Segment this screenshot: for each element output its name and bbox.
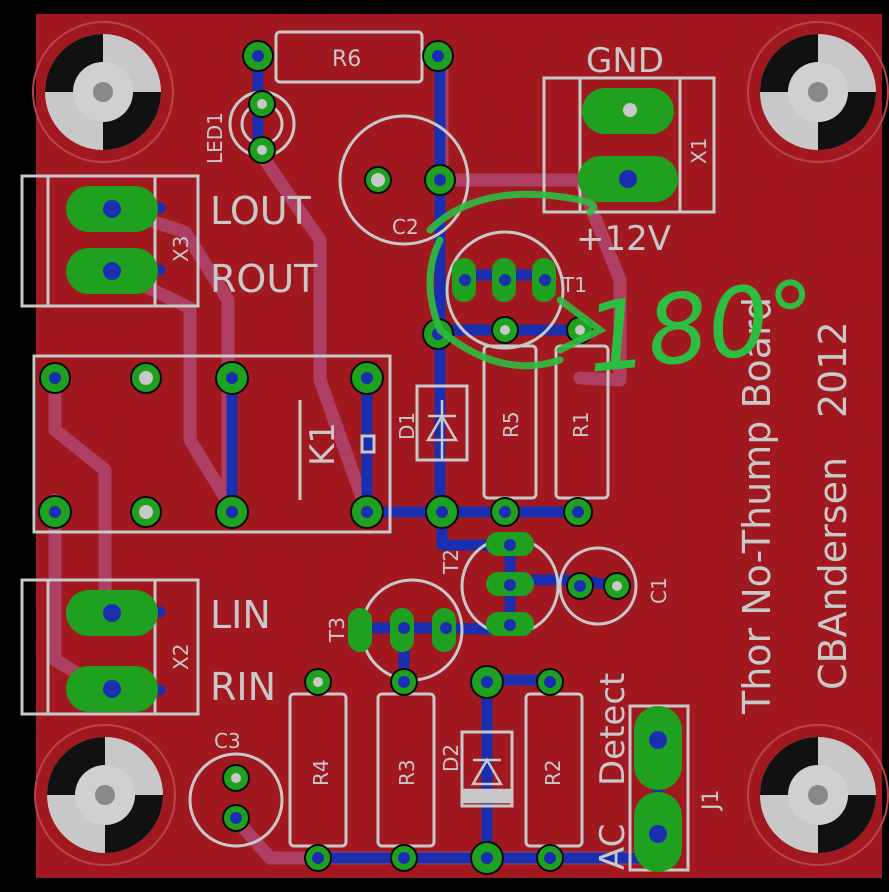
mounting-hole-top-right [747, 21, 889, 163]
label-c2: C2 [392, 215, 419, 239]
mounting-hole-bottom-left [34, 724, 176, 866]
label-lout: LOUT [210, 189, 312, 233]
label-rout: ROUT [210, 257, 318, 301]
label-k1: K1 [303, 422, 343, 466]
label-lin: LIN [210, 593, 271, 637]
label-t1: T1 [561, 273, 587, 297]
label-j1: J1 [699, 790, 724, 813]
label-gnd: GND [586, 41, 664, 81]
label-r2: R2 [541, 759, 565, 786]
mounting-hole-bottom-right [747, 724, 889, 866]
pads [38, 40, 682, 875]
grid-overlay [36, 14, 882, 878]
label-x3: X3 [169, 236, 193, 262]
annotation-text: 180° [581, 259, 823, 395]
label-r1: R1 [569, 411, 593, 438]
label-ac: AC [593, 824, 633, 870]
board-author: CBAndersen [811, 457, 855, 690]
label-r3: R3 [395, 759, 419, 786]
board-title: Thor No-Thump Board [735, 297, 779, 715]
label-r5: R5 [499, 411, 523, 438]
label-c3: C3 [214, 729, 241, 753]
label-d1: D1 [395, 412, 419, 440]
label-x1: X1 [687, 138, 711, 164]
label-t2: T2 [439, 549, 463, 575]
diode-symbols [425, 400, 512, 804]
label-x2: X2 [169, 644, 193, 670]
board-year: 2012 [811, 321, 855, 418]
label-rin: RIN [210, 665, 276, 709]
label-d2: D2 [439, 744, 463, 772]
handwritten-annotation [426, 190, 607, 370]
label-t3: T3 [325, 617, 349, 643]
label-r6: R6 [332, 47, 361, 72]
label-r4: R4 [309, 759, 333, 786]
label-led1: LED1 [203, 112, 227, 164]
component-labels: R6 LED1 C2 GND X1 +12V LOUT ROUT X3 T1 K… [169, 41, 855, 870]
label-c1: C1 [647, 577, 671, 604]
label-detect: Detect [593, 673, 633, 786]
mounting-hole-top-left [32, 21, 174, 163]
label-12v: +12V [576, 219, 671, 259]
